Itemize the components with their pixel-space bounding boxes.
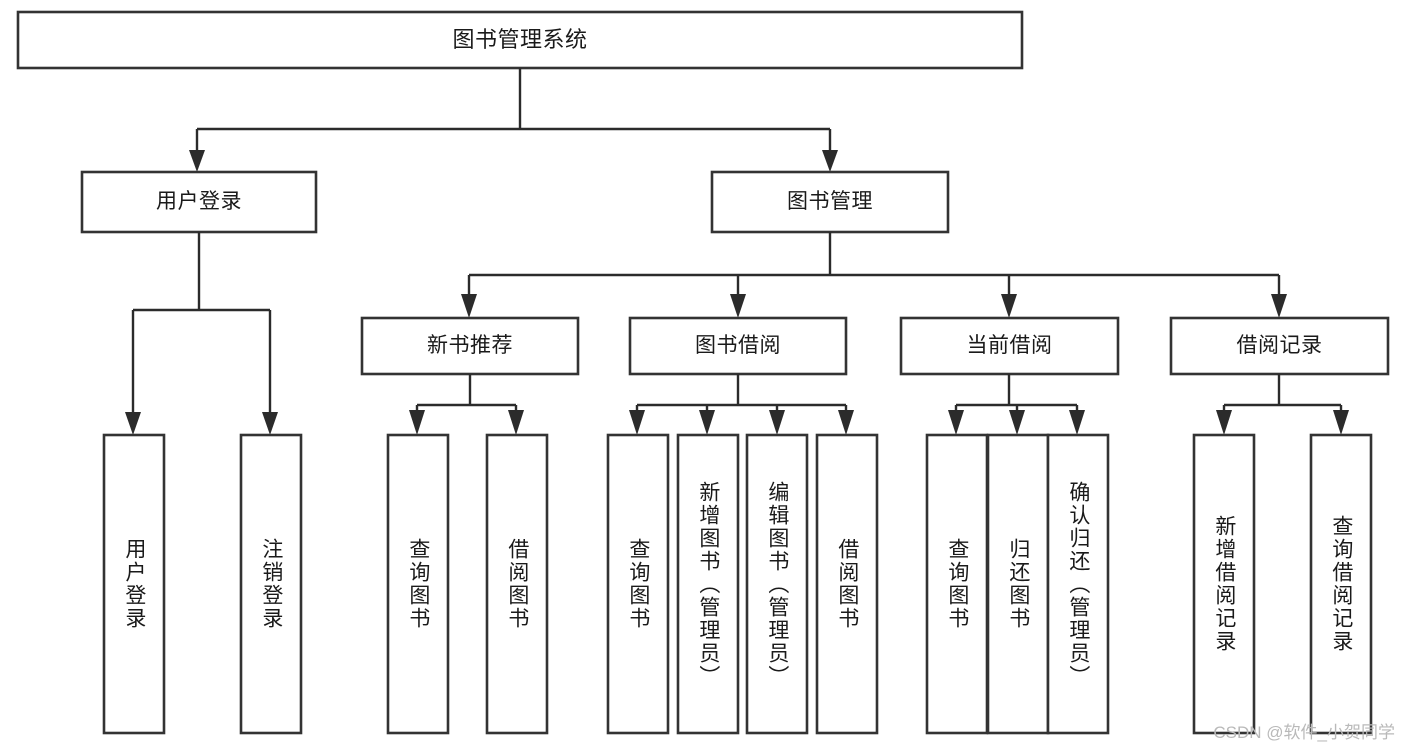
leaf-query-book-3-box[interactable] <box>925 433 989 735</box>
connector-book-borrow-to-leaves <box>629 374 854 435</box>
node-book-management-box[interactable] <box>710 170 950 234</box>
leaf-add-book-box[interactable] <box>676 433 740 735</box>
node-root-box[interactable] <box>16 10 1024 70</box>
connector-root-to-level2 <box>189 68 838 172</box>
leaf-confirm-return-box[interactable] <box>1046 433 1110 735</box>
node-borrow-record-box[interactable] <box>1169 316 1390 376</box>
node-current-borrow-box[interactable] <box>899 316 1120 376</box>
connector-new-book-recommend-to-leaves <box>409 374 524 435</box>
connector-borrow-record-to-leaves <box>1216 374 1349 435</box>
leaf-query-book-2-box[interactable] <box>606 433 670 735</box>
leaf-query-record-box[interactable] <box>1309 433 1373 735</box>
leaf-user-logout-box[interactable] <box>239 433 303 735</box>
leaf-return-book-box[interactable] <box>986 433 1050 735</box>
leaf-borrow-book-1-box[interactable] <box>485 433 549 735</box>
node-new-book-recommend-box[interactable] <box>360 316 580 376</box>
connector-current-borrow-to-leaves <box>948 374 1085 435</box>
connector-user-login-to-leaves <box>125 232 278 435</box>
leaf-user-login-box[interactable] <box>102 433 166 735</box>
leaf-borrow-book-2-box[interactable] <box>815 433 879 735</box>
leaf-add-record-box[interactable] <box>1192 433 1256 735</box>
connector-book-management-to-level3 <box>461 232 1287 318</box>
node-book-borrow-box[interactable] <box>628 316 848 376</box>
node-user-login-box[interactable] <box>80 170 318 234</box>
leaf-edit-book-box[interactable] <box>745 433 809 735</box>
leaf-query-book-1-box[interactable] <box>386 433 450 735</box>
